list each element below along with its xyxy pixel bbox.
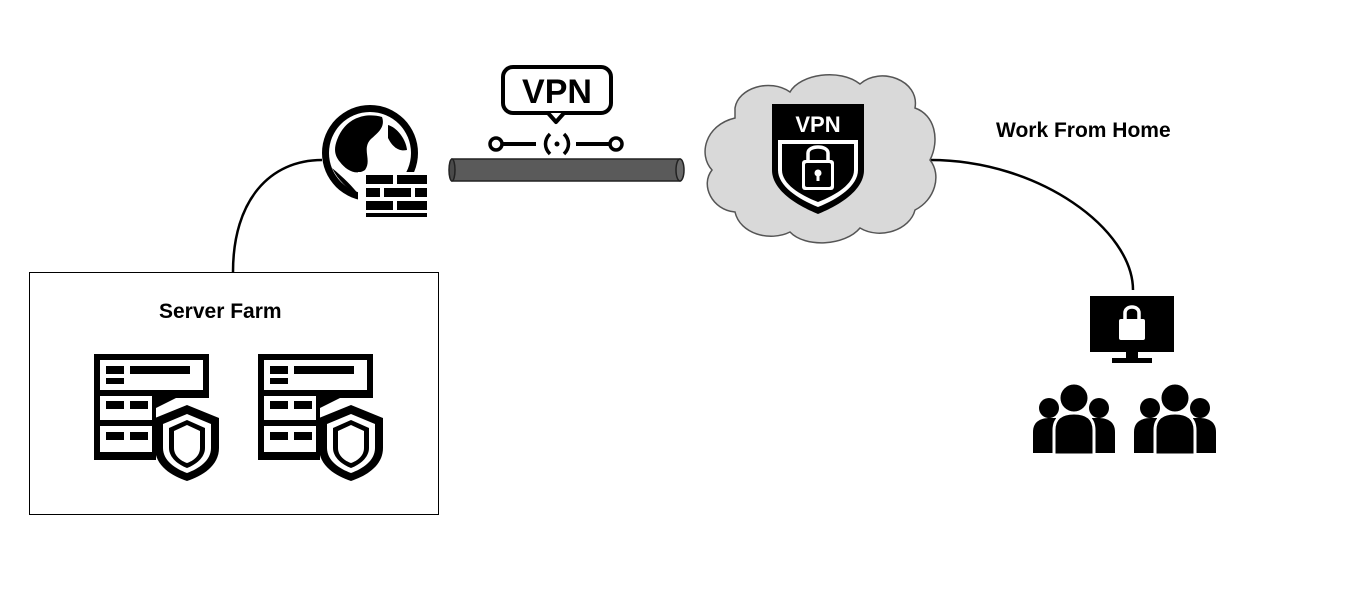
server-shield-icon-1: [94, 354, 219, 481]
connector-serverfarm-firewall: [231, 158, 323, 273]
vpn-shield-text: VPN: [795, 112, 840, 137]
cloud-vpn-shield-icon: VPN: [704, 73, 937, 244]
server-shield-icon-2: [258, 354, 383, 481]
vpn-sign-icon: VPN: [488, 65, 624, 156]
connector-cloud-monitor: [929, 158, 1135, 291]
users-group-icon-2: [1134, 381, 1216, 457]
globe-firewall-icon: [322, 105, 432, 218]
monitor-lock-icon: [1090, 296, 1174, 363]
users-group-icon-1: [1033, 381, 1115, 457]
work-from-home-label: Work From Home: [996, 119, 1171, 142]
vpn-tunnel-pipe: [448, 158, 685, 182]
vpn-sign-text: VPN: [522, 73, 592, 111]
server-farm-label: Server Farm: [159, 300, 282, 323]
